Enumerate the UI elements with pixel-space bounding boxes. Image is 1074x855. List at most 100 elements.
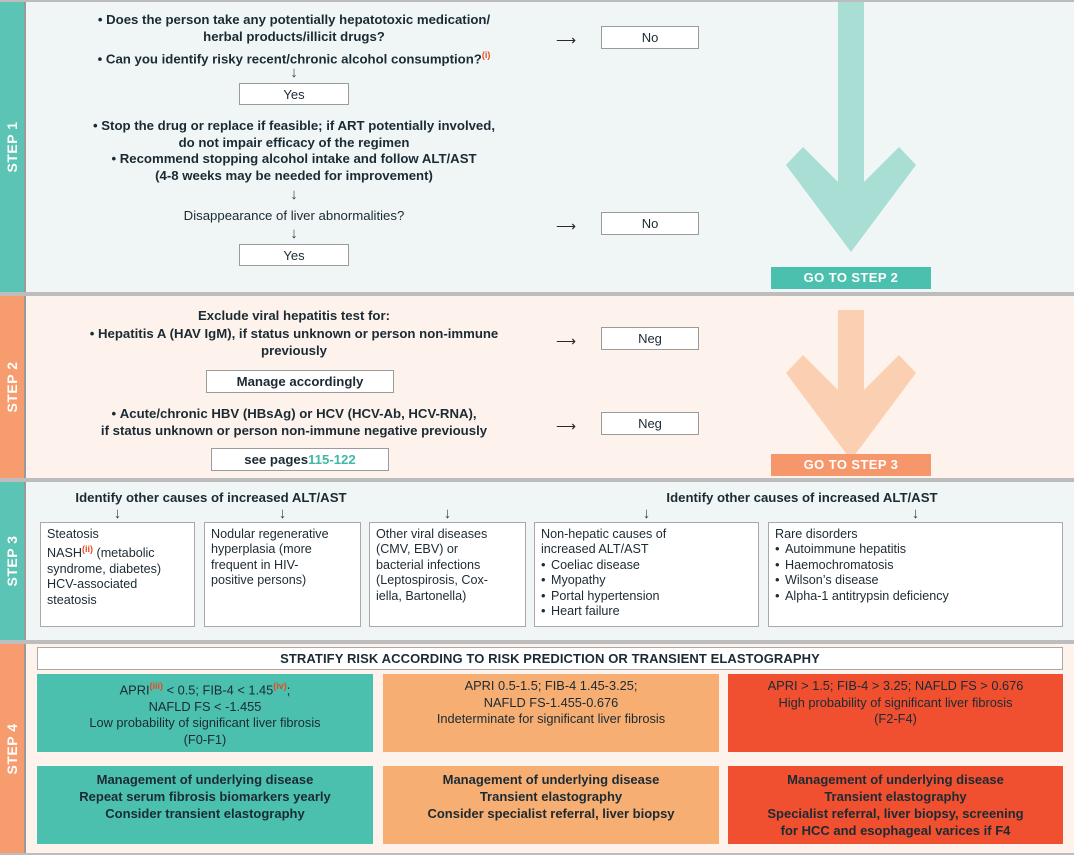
step3-heading-right: Identify other causes of increased ALT/A… [666,490,938,505]
nash-text: NASH [47,546,82,561]
s3-b3-l1: Other viral diseases [376,527,488,541]
goto-step-3-banner[interactable]: GO TO STEP 3 [771,454,931,476]
step1-no-box-1[interactable]: No [601,26,699,49]
s3-b3-l4: (Leptospirosis, Cox- [376,573,488,588]
s3-b4-l1: Non-hepatic causes of [541,527,667,541]
mgmt-high-l3: Specialist referral, liver biopsy, scree… [767,806,1024,821]
step-4-body: STRATIFY RISK ACCORDING TO RISK PREDICTI… [26,644,1074,853]
risk-cell-indeterminate: APRI 0.5-1.5; FIB-4 1.45-3.25; NAFLD FS-… [383,674,719,752]
step2-hav-item: • Hepatitis A (HAV IgM), if status unkno… [89,326,499,358]
step-2-body: Exclude viral hepatitis test for: • Hepa… [26,296,1074,478]
mgmt-ind-l1: Management of underlying disease [442,772,660,787]
step-1-tab: STEP 1 [0,2,26,292]
step3-arrow-2: ↓ [278,505,287,522]
step1-question-3: Disappearance of liver abnormalities? [183,208,405,223]
step2-arrow-right-1: ⟶ [556,333,576,349]
step1-action-line4: (4-8 weeks may be needed for improvement… [155,167,433,183]
step1-q1-line1: Does the person take any potentially hep… [106,12,491,27]
step2-arrow-right-2: ⟶ [556,418,576,434]
mgmt-low-l2: Repeat serum fibrosis biomarkers yearly [79,789,331,804]
step1-arrow-down-3: ↓ [290,225,298,242]
list-item: Autoimmune hepatitis [775,541,1057,557]
list-item: Wilson’s disease [775,572,1057,588]
risk-ind-line3: Indeterminate for significant liver fibr… [436,711,666,726]
risk-ind-line1: APRI 0.5-1.5; FIB-4 1.45-3.25; [464,678,638,693]
step-3-row: STEP 3 Identify other causes of increase… [0,480,1074,642]
risk-cell-low: APRI(iii) < 0.5; FIB-4 < 1.45(iv); NAFLD… [37,674,373,752]
step3-box-non-hepatic-causes: Non-hepatic causes of increased ALT/AST … [534,522,759,627]
risk-low-line2: NAFLD FS < -1.455 [148,698,262,714]
step-2-tab: STEP 2 [0,296,26,478]
risk-low-line1: APRI(iii) < 0.5; FIB-4 < 1.45(iv); [89,678,320,699]
step-1-body: • Does the person take any potentially h… [26,2,1074,292]
risk-low-apri: APRI [119,682,150,698]
s3-b1-l3: syndrome, diabetes) [47,562,162,576]
step-4-tab: STEP 4 [0,644,26,853]
step2-neg-box-1[interactable]: Neg [601,327,699,350]
step-1-row: STEP 1 • Does the person take any potent… [0,0,1074,294]
list-item: Portal hypertension [541,588,753,604]
risk-cell-high: APRI > 1.5; FIB-4 > 3.25; NAFLD FS > 0.6… [728,674,1063,752]
risk-ind-line2: NAFLD FS-1.455-0.676 [483,694,619,710]
mgmt-ind-l2: Transient elastography [479,789,623,804]
mgmt-high-l2: Transient elastography [824,789,967,804]
s3-b1-l5: steatosis [47,592,97,607]
step1-yes-box-2[interactable]: Yes [239,244,349,266]
risk-high-line2: High probability of significant liver fi… [778,694,1013,710]
step2-title: Exclude viral hepatitis test for: [197,308,390,323]
step1-arrow-right-2: ⟶ [556,218,576,234]
s3-b3-l5: iella, Bartonella) [376,588,467,603]
step1-no-box-2[interactable]: No [601,212,699,235]
step1-arrow-down-1: ↓ [290,64,298,81]
step-1-label: STEP 1 [4,121,20,173]
step1-question-2: • Can you identify risky recent/chronic … [97,50,491,67]
step2-goto-big-arrow-icon [786,310,916,460]
step-2-row: STEP 2 Exclude viral hepatitis test for:… [0,294,1074,480]
mgmt-high-l4: for HCC and esophageal varices if F4 [780,823,1011,838]
step3-arrow-3: ↓ [443,505,452,522]
step1-arrow-right-1: ⟶ [556,32,576,48]
step3-heading-left: Identify other causes of increased ALT/A… [75,490,347,505]
footnote-marker-iii: (iii) [149,681,164,691]
step3-arrow-4: ↓ [642,505,651,522]
mgmt-high-l1: Management of underlying disease [787,772,1004,787]
step1-action-line3: Recommend stopping alcohol intake and fo… [119,151,477,166]
list-item: Heart failure [541,603,753,619]
footnote-marker-ii: (ii) [82,544,93,555]
step1-yes-box-1[interactable]: Yes [239,83,349,105]
step2-hbv-item: • Acute/chronic HBV (HBsAg) or HCV (HCV-… [100,406,488,438]
s3-b2-l1: Nodular regenerative [211,527,329,541]
management-cell-high: Management of underlying disease Transie… [728,766,1063,844]
s3-b2-l2: hyperplasia (more [211,542,312,557]
goto-step-2-banner[interactable]: GO TO STEP 2 [771,267,931,289]
step-3-label: STEP 3 [4,535,20,587]
management-cell-low: Management of underlying disease Repeat … [37,766,373,844]
risk-high-line1: APRI > 1.5; FIB-4 > 3.25; NAFLD FS > 0.6… [767,678,1024,693]
s3-b2-l3: frequent in HIV- [211,557,299,572]
step-3-tab: STEP 3 [0,482,26,640]
list-item: Coeliac disease [541,557,753,573]
mgmt-low-l1: Management of underlying disease [96,772,314,787]
risk-low-fib4: < 0.5; FIB-4 < 1.45 [163,682,274,698]
step2-manage-accordingly-box[interactable]: Manage accordingly [206,370,394,393]
list-item: Haemochromatosis [775,557,1057,573]
step2-hbv-line1: Acute/chronic HBV (HBsAg) or HCV (HCV-Ab… [119,406,477,421]
step3-arrow-1: ↓ [113,505,122,522]
stratify-risk-banner: STRATIFY RISK ACCORDING TO RISK PREDICTI… [37,647,1063,670]
see-pages-value[interactable]: 115-122 [308,452,356,467]
s3-b3-l3: bacterial infections [376,557,481,572]
step3-box-other-viral-diseases: Other viral diseases (CMV, EBV) or bacte… [369,522,526,627]
list-item: Myopathy [541,572,753,588]
s3-b1-l2: NASH(ii) (metabolic [47,542,189,562]
step2-neg-box-2[interactable]: Neg [601,412,699,435]
step3-box-steatosis: Steatosis NASH(ii) (metabolic syndrome, … [40,522,195,627]
step-2-label: STEP 2 [4,361,20,413]
step1-goto-big-arrow-icon [786,2,916,252]
step2-see-pages-box[interactable]: see pages 115-122 [211,448,389,471]
risk-high-line3: (F2-F4) [874,711,917,726]
s3-b5-list: Autoimmune hepatitis Haemochromatosis Wi… [775,541,1057,604]
step1-q1-line2: herbal products/illicit drugs? [203,28,385,44]
s3-b5-l1: Rare disorders [775,527,858,541]
step-4-label: STEP 4 [4,723,20,774]
